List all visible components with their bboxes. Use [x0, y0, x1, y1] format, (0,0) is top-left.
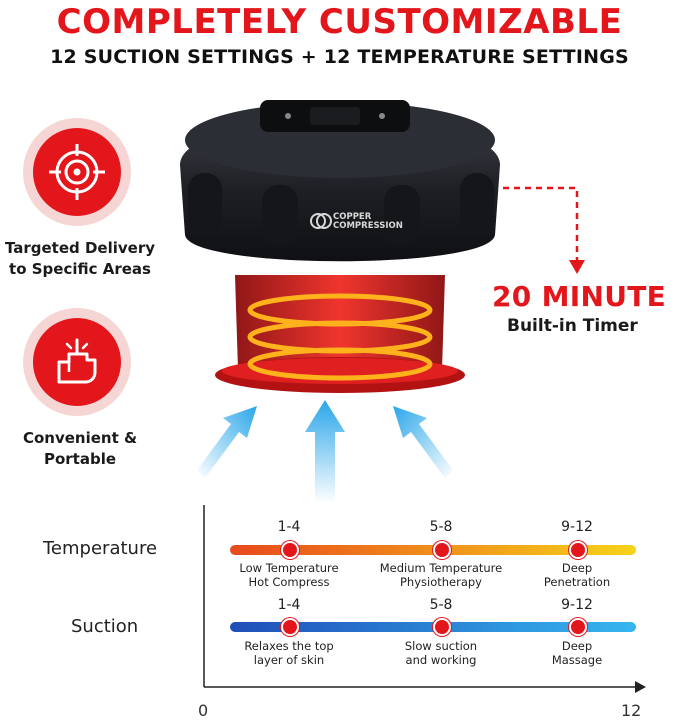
- portable-feature-badge: [33, 318, 121, 406]
- temperature-marker-low: [281, 541, 299, 559]
- arrow-up-icon: [305, 400, 345, 503]
- product-illustration: [180, 100, 500, 393]
- arrow-up-left-icon: [197, 406, 257, 478]
- brand-logo-text: COPPER COMPRESSION: [333, 213, 403, 231]
- feature-targeted-line2: to Specific Areas: [9, 260, 151, 278]
- timer-headline: 20 MINUTE: [492, 280, 667, 313]
- axis-min-label: 0: [198, 701, 209, 720]
- feature-portable-text: Convenient & Portable: [0, 428, 165, 470]
- suction-range-medium: 5-8: [429, 597, 453, 613]
- subheadline: 12 SUCTION SETTINGS + 12 TEMPERATURE SET…: [50, 46, 629, 68]
- suction-desc-high: Deep Massage: [551, 639, 603, 667]
- feature-portable-line1: Convenient &: [22, 429, 138, 447]
- suction-marker-low: [281, 618, 299, 636]
- suction-range-low: 1-4: [277, 597, 301, 613]
- temperature-label: Temperature: [43, 538, 158, 559]
- suction-label: Suction: [71, 616, 139, 637]
- temperature-marker-medium: [433, 541, 451, 559]
- temperature-range-low: 1-4: [277, 519, 301, 535]
- suction-desc-low: Relaxes the top layer of skin: [244, 639, 334, 667]
- axis-max-label: 12: [621, 701, 642, 720]
- temperature-desc-high: Deep Penetration: [543, 561, 611, 589]
- temperature-desc-low: Low Temperature Hot Compress: [239, 561, 339, 589]
- brand-line2: COMPRESSION: [333, 221, 403, 231]
- feature-portable-line2: Portable: [43, 450, 117, 468]
- timer-callout-arrow: [503, 186, 585, 274]
- temperature-marker-high: [569, 541, 587, 559]
- brand-line1: COPPER: [333, 212, 372, 222]
- feature-targeted-text: Targeted Delivery to Specific Areas: [0, 238, 165, 280]
- suction-marker-high: [569, 618, 587, 636]
- suction-arrows: [197, 400, 453, 503]
- headline: COMPLETELY CUSTOMIZABLE: [56, 2, 623, 42]
- settings-axes: [203, 505, 646, 693]
- timer-caption: Built-in Timer: [507, 316, 638, 336]
- feature-targeted-line1: Targeted Delivery: [4, 239, 156, 257]
- temperature-range-medium: 5-8: [429, 519, 453, 535]
- suction-desc-medium: Slow suction and working: [404, 639, 478, 667]
- target-feature-badge: [33, 128, 121, 216]
- temperature-range-high: 9-12: [561, 519, 593, 535]
- heat-coil: [247, 347, 433, 381]
- temperature-desc-medium: Medium Temperature Physiotherapy: [379, 561, 503, 589]
- suction-range-high: 9-12: [561, 597, 593, 613]
- target-icon: [49, 144, 105, 200]
- suction-marker-medium: [433, 618, 451, 636]
- hand-tap-icon: [57, 338, 97, 384]
- arrow-up-right-icon: [393, 406, 453, 478]
